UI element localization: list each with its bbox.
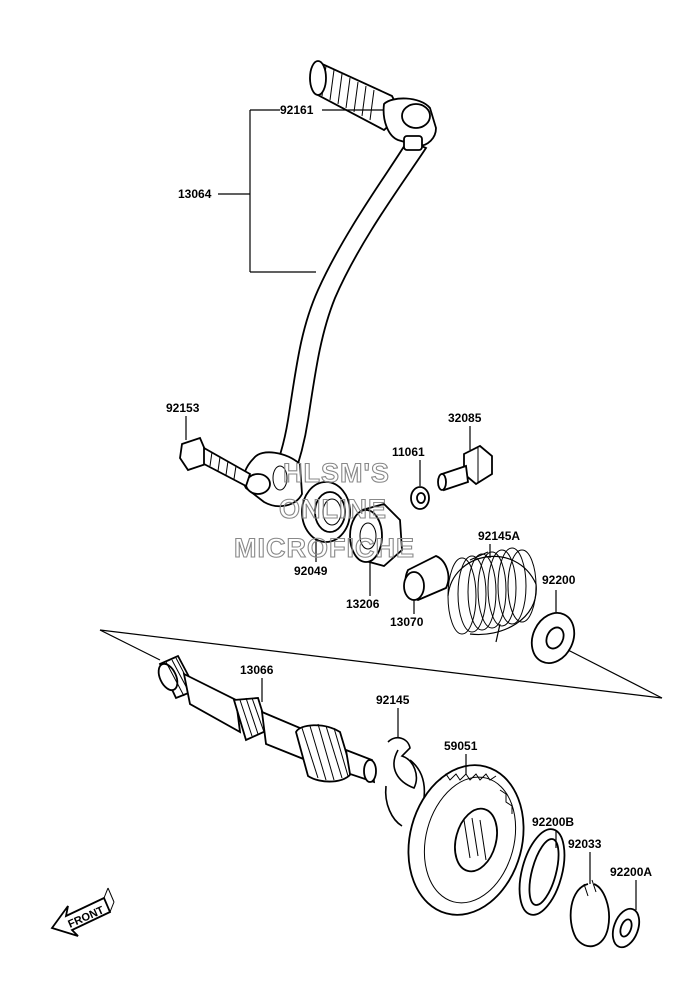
watermark-line-3: MICROFICHE — [234, 533, 415, 563]
ratchet-gear-59051[interactable] — [392, 752, 540, 928]
kick-shaft-13066[interactable] — [155, 654, 377, 784]
washer-92200[interactable] — [524, 606, 582, 670]
label-92153: 92153 — [166, 401, 200, 415]
label-92161: 92161 — [280, 103, 314, 117]
label-11061: 11061 — [392, 445, 425, 459]
label-92049: 92049 — [294, 564, 328, 578]
label-92145: 92145 — [376, 693, 410, 707]
kick-grip — [309, 60, 396, 132]
perspective-lines — [99, 629, 663, 699]
collar-13070[interactable] — [403, 555, 450, 601]
label-13206: 13206 — [346, 597, 380, 611]
label-92200B: 92200B — [532, 815, 574, 829]
label-92033: 92033 — [568, 837, 602, 851]
label-92200A: 92200A — [610, 865, 652, 879]
watermark-line-2: ONLINE — [279, 494, 387, 524]
kick-pedal-lever[interactable] — [242, 60, 437, 508]
label-13064: 13064 — [178, 187, 212, 201]
label-92145A: 92145A — [478, 529, 520, 543]
oil-seal-92049[interactable] — [301, 481, 351, 543]
washer-11061[interactable] — [410, 486, 430, 510]
leader-lines — [185, 109, 637, 910]
label-32085: 32085 — [448, 411, 482, 425]
label-92200: 92200 — [542, 573, 576, 587]
washer-92200B[interactable] — [511, 824, 572, 919]
holder-13206[interactable] — [349, 502, 403, 567]
part-labels: 92161 13064 92153 32085 11061 92049 1320… — [166, 103, 652, 879]
front-arrow-icon: FRONT — [50, 887, 115, 937]
spring-92145A[interactable] — [447, 547, 537, 643]
watermark: HLSM'S ONLINE MICROFICHE — [233, 457, 415, 563]
watermark-line-1: HLSM'S — [283, 458, 390, 488]
spring-92145[interactable] — [384, 736, 426, 827]
bolt-92153[interactable] — [179, 436, 252, 488]
label-59051: 59051 — [444, 739, 478, 753]
circlip-92033[interactable] — [569, 879, 610, 948]
label-13066: 13066 — [240, 663, 274, 677]
bolt-32085[interactable] — [437, 444, 493, 492]
label-13070: 13070 — [390, 615, 424, 629]
washer-92200A[interactable] — [608, 905, 644, 951]
